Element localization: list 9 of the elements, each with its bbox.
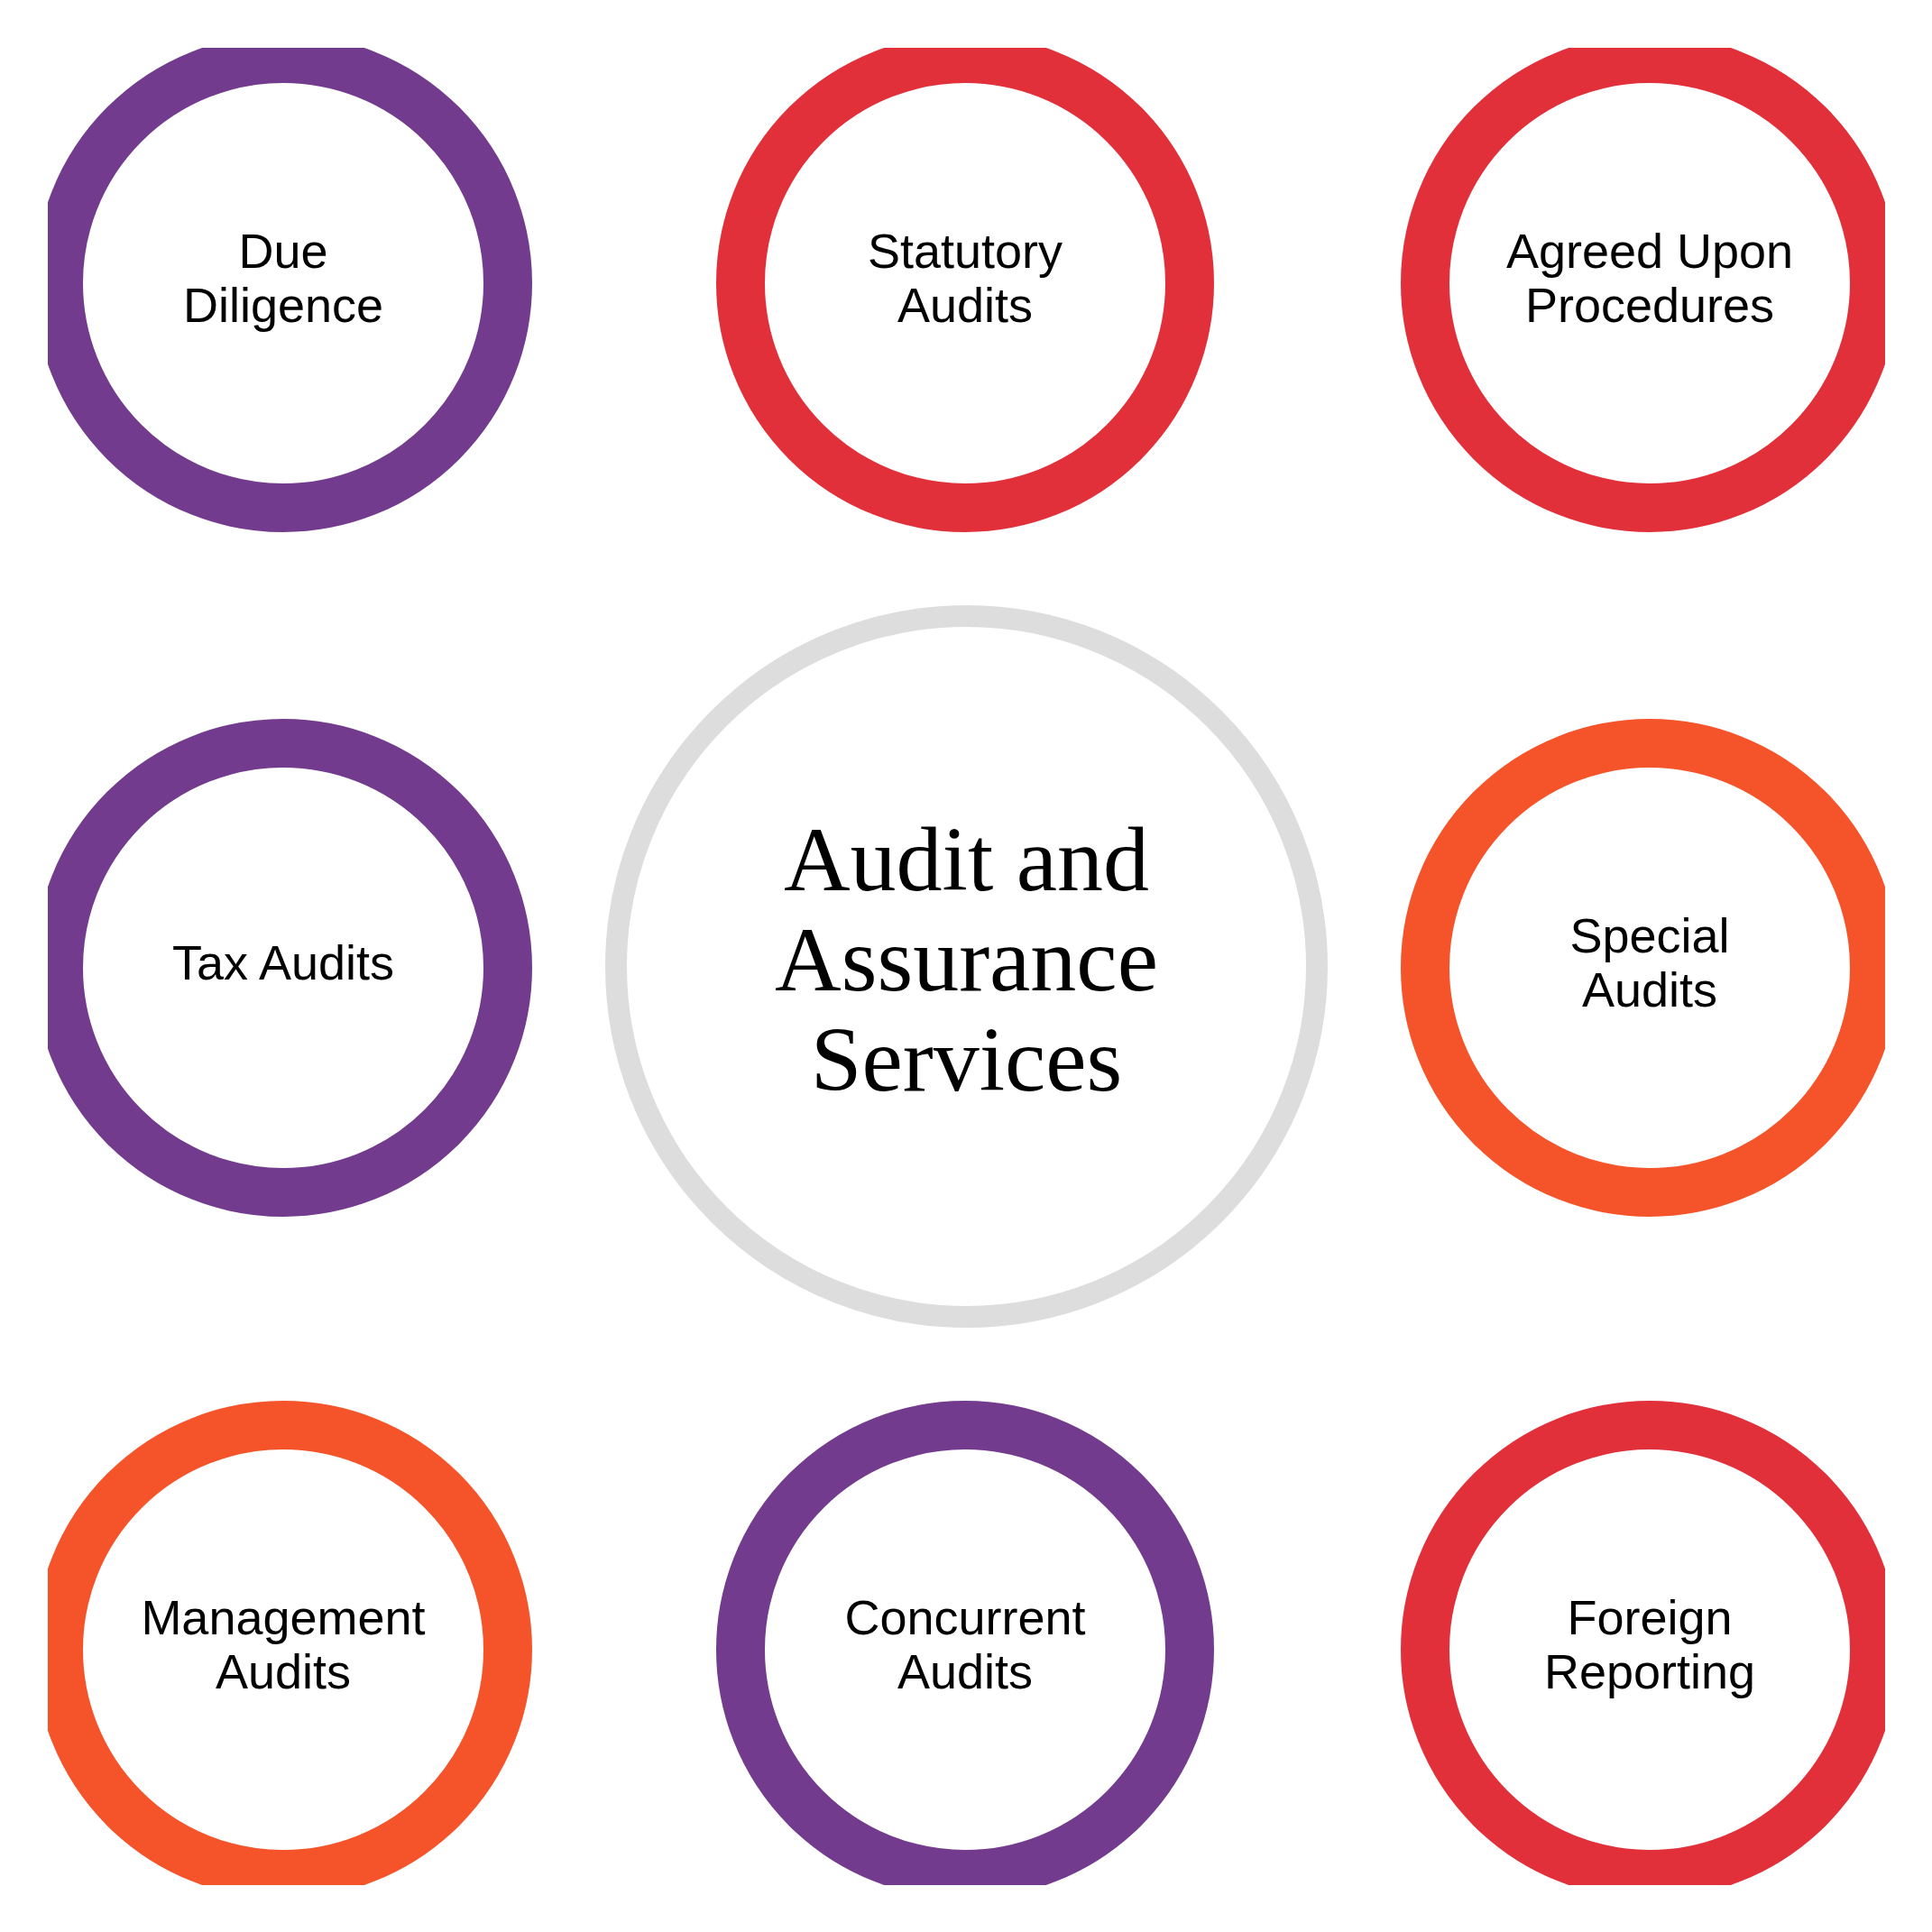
node-circle: Special Audits [1400, 718, 1885, 1217]
node-circle: Management Audits [47, 1400, 532, 1885]
node-circle: Due Diligence [47, 47, 532, 532]
node-circle: Foreign Reporting [1400, 1400, 1885, 1885]
node-circle: Concurrent Audits [715, 1400, 1214, 1885]
node-circle: Audit and Assurance Services [604, 604, 1328, 1328]
node-circle: Agreed Upon Procedures [1400, 47, 1885, 532]
node-circle: Tax Audits [47, 718, 532, 1217]
node-circle: Statutory Audits [715, 47, 1214, 532]
